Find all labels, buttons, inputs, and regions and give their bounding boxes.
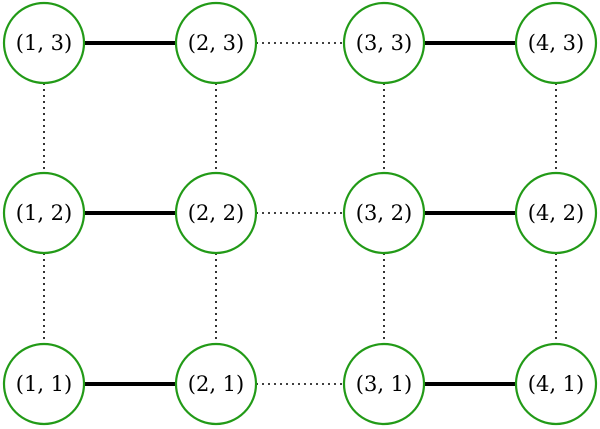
node-label: (3, 3): [356, 31, 412, 55]
node-1-1: (1, 1): [2, 342, 86, 426]
edges-layer: [43, 41, 557, 386]
node-4-3: (4, 3): [514, 1, 598, 85]
node-3-3: (3, 3): [342, 1, 426, 85]
node-circle: [514, 1, 598, 85]
node-label: (1, 2): [16, 201, 72, 225]
node-circle: [514, 342, 598, 426]
node-label: (2, 3): [188, 31, 244, 55]
node-2-1: (2, 1): [174, 342, 258, 426]
node-4-2: (4, 2): [514, 171, 598, 255]
node-label: (2, 1): [188, 372, 244, 396]
node-circle: [2, 171, 86, 255]
node-label: (1, 1): [16, 372, 72, 396]
node-circle: [174, 342, 258, 426]
node-circle: [174, 1, 258, 85]
node-circle: [342, 171, 426, 255]
node-label: (3, 1): [356, 372, 412, 396]
node-4-1: (4, 1): [514, 342, 598, 426]
node-circle: [342, 342, 426, 426]
node-label: (4, 3): [528, 31, 584, 55]
node-1-2: (1, 2): [2, 171, 86, 255]
node-3-2: (3, 2): [342, 171, 426, 255]
node-label: (4, 2): [528, 201, 584, 225]
node-3-1: (3, 1): [342, 342, 426, 426]
node-circle: [2, 1, 86, 85]
node-2-3: (2, 3): [174, 1, 258, 85]
node-2-2: (2, 2): [174, 171, 258, 255]
node-circle: [342, 1, 426, 85]
node-label: (4, 1): [528, 372, 584, 396]
node-circle: [514, 171, 598, 255]
node-label: (2, 2): [188, 201, 244, 225]
node-circle: [2, 342, 86, 426]
node-1-3: (1, 3): [2, 1, 86, 85]
node-label: (3, 2): [356, 201, 412, 225]
node-label: (1, 3): [16, 31, 72, 55]
node-circle: [174, 171, 258, 255]
